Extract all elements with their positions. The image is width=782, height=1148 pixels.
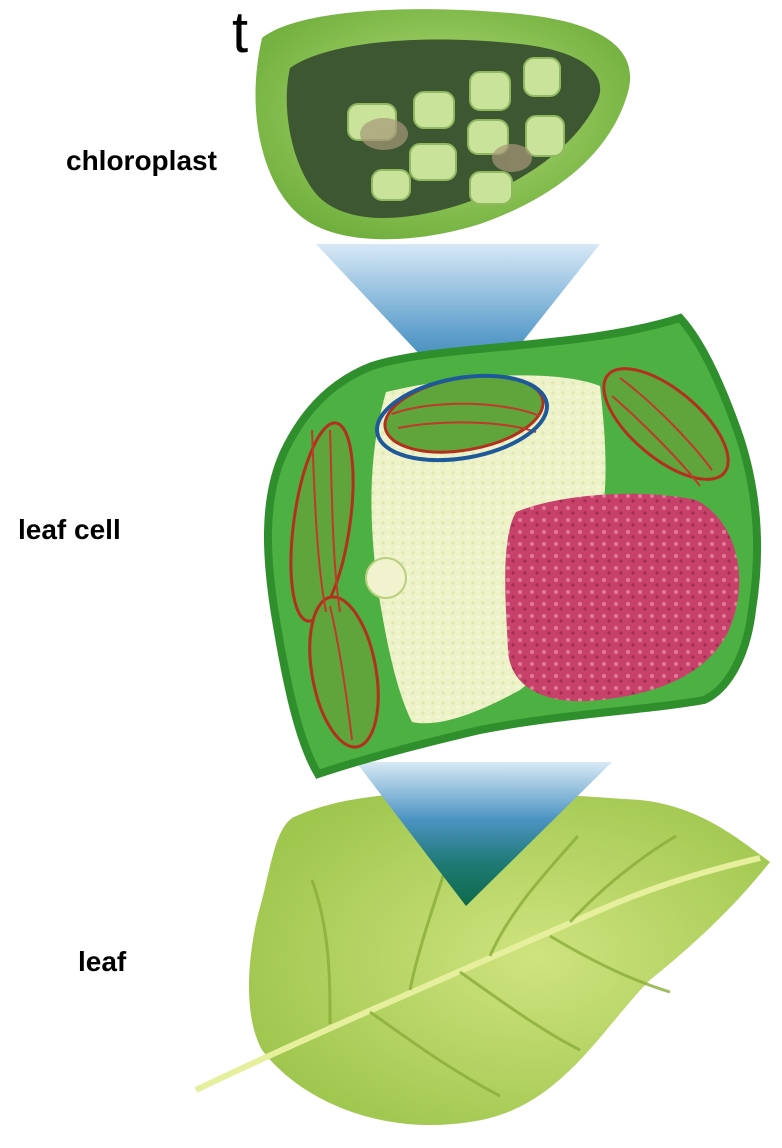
label-leaf-cell: leaf cell bbox=[18, 514, 121, 546]
label-leaf: leaf bbox=[78, 946, 126, 978]
chloroplast-illustration bbox=[256, 9, 631, 239]
leaf-cell-illustration bbox=[268, 318, 757, 774]
label-chloroplast: chloroplast bbox=[66, 145, 217, 177]
